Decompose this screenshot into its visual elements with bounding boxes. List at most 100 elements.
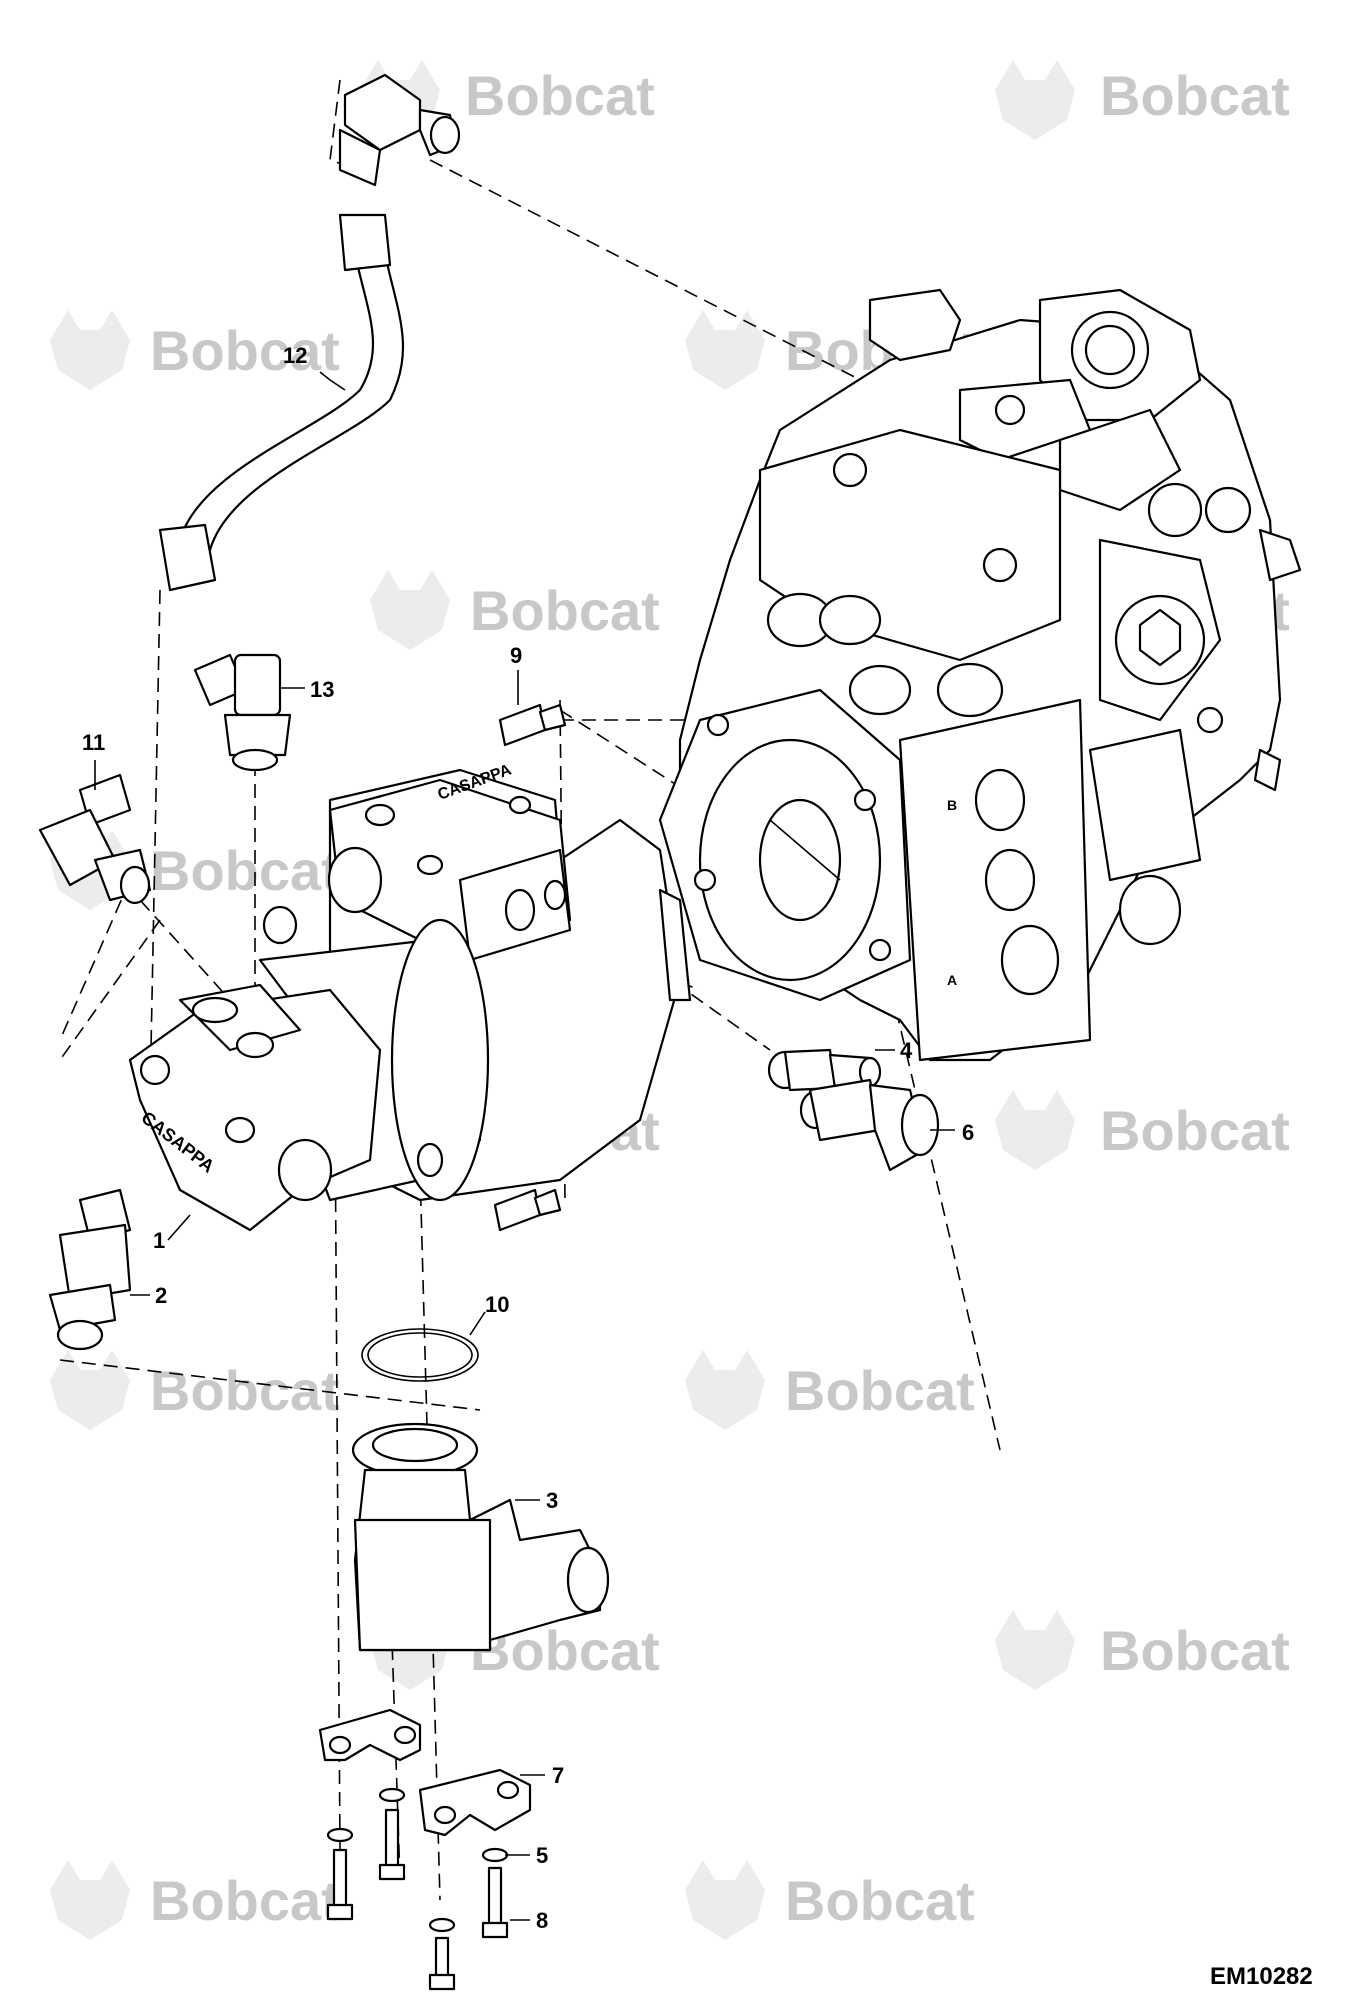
lower-port xyxy=(1118,874,1182,946)
watermark: Bobcat xyxy=(685,1350,975,1430)
watermark: Bobcat xyxy=(995,60,1290,140)
watermark-text: Bobcat xyxy=(785,1869,975,1932)
watermark: Bobcat xyxy=(685,1860,975,1940)
pump-housing-ring xyxy=(390,918,490,1202)
solenoid-coil xyxy=(1147,482,1203,538)
flange-bolt xyxy=(693,868,717,892)
leader-10 xyxy=(469,1311,486,1336)
callout-6: 6 xyxy=(962,1120,974,1145)
bobcat-head-icon xyxy=(995,1610,1075,1690)
watermark-text: Bobcat xyxy=(150,1869,340,1932)
assembly-line xyxy=(139,899,231,1001)
watermark: Bobcat xyxy=(50,310,340,390)
watermark: Bobcat xyxy=(370,570,660,650)
side-plug xyxy=(1204,486,1252,534)
assembly-line xyxy=(149,589,161,1101)
port xyxy=(848,664,912,716)
watermark-text: Bobcat xyxy=(150,319,340,382)
part-9-bolt-upper xyxy=(498,703,567,747)
watermark: Bobcat xyxy=(50,1860,340,1940)
bobcat-head-icon xyxy=(50,1350,130,1430)
pump-bolt-hole xyxy=(416,1142,444,1178)
pump-bolt-head xyxy=(508,795,532,815)
part-11-elbow-fitting xyxy=(38,773,152,905)
flange-outlet xyxy=(566,1546,610,1614)
callout-3: 3 xyxy=(546,1488,558,1513)
callout-13: 13 xyxy=(310,677,334,702)
part-3-elbow-flange xyxy=(351,1422,610,1652)
leader-1 xyxy=(167,1214,191,1241)
watermark: Bobcat xyxy=(50,1350,340,1430)
port xyxy=(818,594,882,646)
assembly-line xyxy=(59,879,131,1041)
callout-2: 2 xyxy=(155,1283,167,1308)
control-knob xyxy=(994,394,1026,426)
top-valve-bore xyxy=(1084,324,1136,376)
part-13-elbow-adapter xyxy=(193,653,292,772)
watermark-text: Bobcat xyxy=(465,64,655,127)
pump-cap xyxy=(327,846,383,914)
pump-port xyxy=(504,888,536,932)
port-label-a: A xyxy=(947,972,957,988)
port xyxy=(974,768,1026,832)
leader-12 xyxy=(319,371,346,391)
tube-body xyxy=(178,223,404,552)
part-1-gear-pump: CASAPPA CASAPPA xyxy=(128,761,692,1232)
callout-11: 11 xyxy=(82,730,105,755)
callout-leaders xyxy=(94,371,955,1921)
hydrostatic-pump-assembly: B A xyxy=(658,288,1302,1062)
pump-fitting-side xyxy=(139,1054,171,1086)
pump-fitting-top xyxy=(364,803,396,827)
part-8-bolts xyxy=(326,1808,509,1991)
flange-bolt xyxy=(853,788,877,812)
lower-right-face xyxy=(1088,728,1202,882)
callout-12: 12 xyxy=(283,343,307,368)
bobcat-head-icon xyxy=(370,570,450,650)
bobcat-head-icon xyxy=(995,60,1075,140)
pump-shaft-spline xyxy=(658,888,692,1002)
bobcat-head-icon xyxy=(50,1860,130,1940)
callout-1: 1 xyxy=(153,1228,165,1253)
plug xyxy=(982,547,1018,583)
callout-5: 5 xyxy=(536,1843,548,1868)
plug xyxy=(832,452,868,488)
watermark-text: Bobcat xyxy=(1100,1099,1290,1162)
assembly-line xyxy=(429,159,881,391)
bobcat-head-icon xyxy=(685,1860,765,1940)
watermark-text: Bobcat xyxy=(470,579,660,642)
pump-plug xyxy=(416,854,444,876)
callout-7: 7 xyxy=(552,1763,564,1788)
control-module xyxy=(958,378,1092,462)
side-fitting xyxy=(1258,528,1302,582)
callout-9: 9 xyxy=(510,643,522,668)
tube-nut-top xyxy=(338,213,392,272)
side-tab xyxy=(1253,748,1282,792)
drawing-code: EM10282 xyxy=(1210,1963,1313,1990)
bobcat-head-icon xyxy=(685,1350,765,1430)
part-6-elbow-adapter xyxy=(799,1078,940,1172)
part-7-clamp-half-lower xyxy=(418,1768,532,1837)
tube-nut-bottom xyxy=(158,523,217,592)
screw xyxy=(1196,706,1224,734)
pump-cap-front xyxy=(277,1138,333,1202)
watermark-text: Bobcat xyxy=(1100,64,1290,127)
elbow-fitting-top xyxy=(338,73,461,187)
watermark: Bobcat xyxy=(995,1090,1290,1170)
part-10-o-ring xyxy=(361,1328,479,1382)
pump-port xyxy=(543,879,567,911)
callout-10: 10 xyxy=(485,1292,509,1317)
port xyxy=(936,662,1004,718)
watermark: Bobcat xyxy=(995,1610,1290,1690)
bobcat-head-icon xyxy=(50,310,130,390)
watermark-text: Bobcat xyxy=(1100,1619,1290,1682)
pump-flange xyxy=(262,905,298,945)
watermark-text: Bobcat xyxy=(785,1359,975,1422)
assembly-line xyxy=(59,1359,481,1411)
assembly-line xyxy=(59,919,161,1061)
flange-block xyxy=(353,1518,492,1652)
port xyxy=(984,848,1036,912)
watermark-text: Bobcat xyxy=(150,1359,340,1422)
part-12-tube xyxy=(158,73,461,592)
bobcat-head-icon xyxy=(685,310,765,390)
